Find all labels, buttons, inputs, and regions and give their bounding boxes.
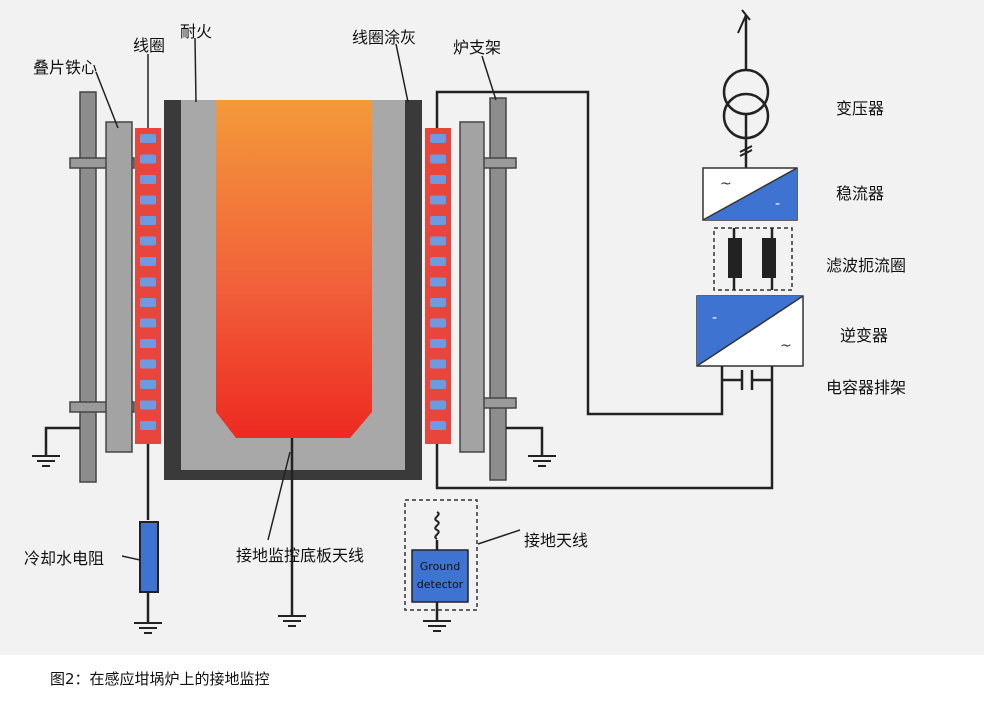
left-coil-turn [140,359,156,369]
right-coil-turn [430,421,446,430]
coil-label: 线圈 [133,36,166,55]
right-coil-turn [430,257,446,266]
left-coil-turn [140,400,156,410]
capacitor-rack [720,366,774,390]
right-coil-turn [430,195,446,205]
right-coil-turn [430,359,446,369]
left-coil-turn [140,380,156,389]
inverter-label: 逆变器 [840,326,889,345]
crucible [164,100,422,480]
left-coil-turn [140,195,156,205]
transformer-label: 变压器 [836,99,885,118]
cooling-water-resistor [139,521,159,593]
ground-detector-label-2: detector [417,578,464,591]
left-coil-turn [140,134,156,143]
refractory-label: 耐火 [180,22,213,41]
ground-antenna-label: 接地天线 [524,531,589,550]
transformer-symbol [722,9,770,157]
right-coil-turn [430,216,446,225]
svg-text:-: - [775,196,780,212]
right-coil-turn [430,154,446,164]
right-coil-turn [430,298,446,307]
laminated-core-label: 叠片铁心 [33,58,98,77]
svg-text:-: - [712,310,717,326]
right-coil-turn [430,277,446,287]
left-coil-turn [140,318,156,328]
right-coil-turn [430,175,446,184]
bottom-antenna-label: 接地监控底板天线 [236,546,365,565]
left-coil-turn [140,216,156,225]
right-coil-turn [430,236,446,246]
left-frame [69,91,135,483]
ground-detector: Ground detector [404,499,478,611]
left-coil-turn [140,175,156,184]
svg-text:~: ~ [780,338,792,354]
filter-choke-label: 滤波扼流圈 [826,256,907,275]
ground-symbols [32,455,556,634]
left-coil-turn [140,277,156,287]
furnace-frame-label: 炉支架 [453,38,502,57]
capacitor-rack-label: 电容器排架 [826,378,907,397]
cooling-water-resistor-label: 冷却水电阻 [24,549,105,568]
filter-choke [713,227,793,291]
svg-text:~: ~ [720,176,732,192]
figure-caption: 图2：在感应坩埚炉上的接地监控 [50,670,270,688]
left-coil-turn [140,421,156,430]
left-coil-turn [140,257,156,266]
right-coil-turn [430,318,446,328]
right-coil-turn [430,380,446,389]
left-coil-turn [140,298,156,307]
right-coil-turn [430,400,446,410]
coil-turns [140,134,446,430]
right-coil-turn [430,134,446,143]
rectifier-label: 稳流器 [836,184,885,203]
ground-detector-label-1: Ground [420,560,460,573]
left-coil-turn [140,339,156,348]
coil-grout-label: 线圈涂灰 [352,28,417,47]
left-coil-turn [140,236,156,246]
right-coil-turn [430,339,446,348]
ground-antenna-coil [434,511,440,540]
rectifier-box: ~ - [702,167,798,221]
right-frame [459,97,517,481]
left-coil-turn [140,154,156,164]
inverter-box: - ~ [696,295,804,367]
